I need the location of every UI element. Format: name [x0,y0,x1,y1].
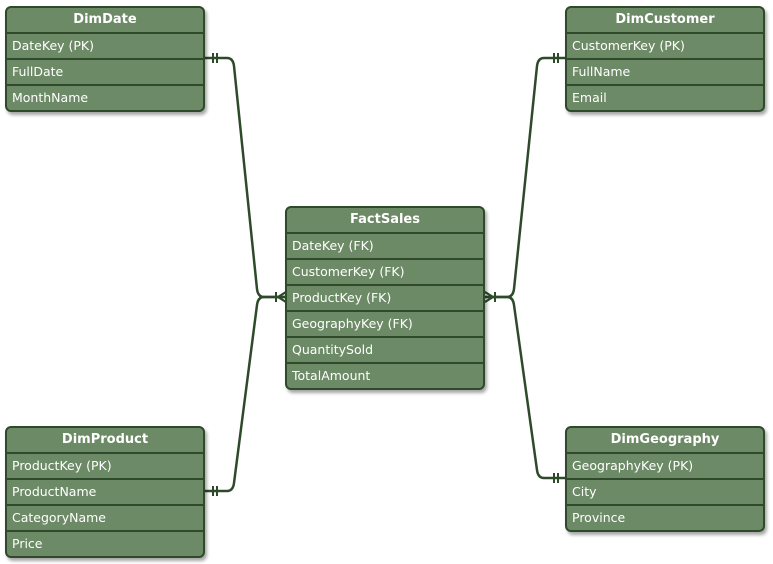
field-productname: ProductName [7,480,203,506]
entity-title: DimCustomer [567,8,763,34]
field-customerkey-fk: CustomerKey (FK) [287,260,483,286]
field-productkey-fk: ProductKey (FK) [287,286,483,312]
many-marker-crowfoot [277,291,287,303]
field-geographykey-fk: GeographyKey (FK) [287,312,483,338]
entity-dimproduct[interactable]: DimProduct ProductKey (PK) ProductName C… [5,426,205,558]
field-quantitysold: QuantitySold [287,338,483,364]
field-price: Price [12,536,43,551]
entity-title: DimGeography [567,428,763,454]
field-fulldate: FullDate [7,60,203,86]
field-productkey: ProductKey (PK) [7,454,203,480]
entity-title: DimProduct [7,428,203,454]
field-customerkey: CustomerKey (PK) [567,34,763,60]
field-fullname: FullName [567,60,763,86]
field-categoryname: CategoryName [7,506,203,532]
entity-factsales[interactable]: FactSales DateKey (FK) CustomerKey (FK) … [285,206,485,390]
many-marker-crowfoot [484,291,494,303]
field-province: Province [572,510,626,525]
entity-dimcustomer[interactable]: DimCustomer CustomerKey (PK) FullName Em… [565,6,765,112]
field-geographykey: GeographyKey (PK) [567,454,763,480]
connector-dimcustomer-factsales [485,56,566,299]
field-totalamount: TotalAmount [292,368,371,383]
entity-title: DimDate [7,8,203,34]
field-datekey-fk: DateKey (FK) [287,234,483,260]
entity-dimdate[interactable]: DimDate DateKey (PK) FullDate MonthName [5,6,205,112]
field-datekey: DateKey (PK) [7,34,203,60]
field-city: City [567,480,763,506]
connector-dimdate-factsales [205,56,286,299]
connector-dimgeography-factsales [485,295,566,480]
entity-title: FactSales [287,208,483,234]
field-monthname: MonthName [12,90,89,105]
entity-dimgeography[interactable]: DimGeography GeographyKey (PK) City Prov… [565,426,765,532]
field-email: Email [572,90,607,105]
connector-dimproduct-factsales [205,295,286,493]
